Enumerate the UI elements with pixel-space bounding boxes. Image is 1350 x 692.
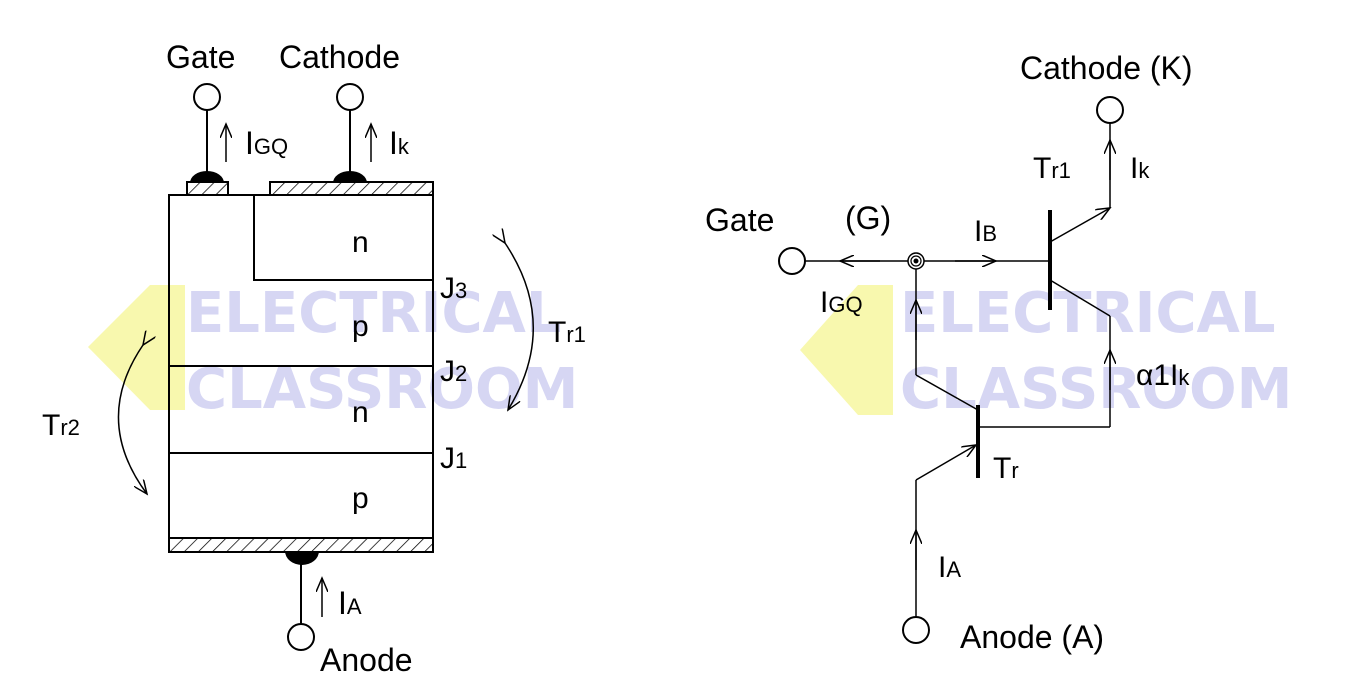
left-cathode-label: Cathode: [279, 39, 400, 75]
tr-emitter: [915, 445, 976, 481]
junction-label-j3: J3: [440, 272, 467, 305]
right-anode-terminal: [902, 616, 930, 644]
cathode-metal-contact: [269, 181, 434, 196]
cathode-terminal: [336, 83, 364, 111]
gto-structure: [117, 83, 534, 651]
right-anode-label: Anode (A): [960, 619, 1104, 655]
watermark-logo-right: [800, 285, 893, 415]
right-g-label: (G): [845, 200, 891, 236]
watermark-left: ELECTRICAL CLASSROOM: [88, 281, 578, 422]
watermark-text-line2: CLASSROOM: [900, 357, 1292, 422]
right-ib-label: IB: [974, 215, 997, 248]
anode-terminal: [287, 623, 315, 651]
watermark-logo-left: [88, 285, 185, 410]
gate-metal-contact: [186, 181, 229, 196]
left-ik-label: Ik: [389, 125, 410, 161]
gate-node: [907, 252, 925, 270]
tr2-arc: [117, 345, 147, 494]
right-ia-label: IA: [938, 551, 961, 584]
junction-label-j2: J2: [440, 355, 467, 388]
right-cathode-label: Cathode (K): [1020, 50, 1193, 86]
layer-label-n2: n: [352, 396, 369, 429]
right-gate-terminal: [778, 247, 806, 275]
left-tr2-label: Tr2: [42, 409, 80, 442]
gate-bump: [190, 171, 224, 183]
left-anode-label: Anode: [320, 642, 413, 678]
right-ik-label: Ik: [1130, 152, 1150, 185]
right-igq-label: IGQ: [820, 286, 863, 319]
watermark-text-line1: ELECTRICAL: [900, 281, 1276, 346]
layer-label-p2: p: [352, 482, 369, 515]
tr1-collector: [1049, 279, 1111, 317]
tr1-emitter: [1049, 208, 1110, 243]
right-cathode-terminal: [1096, 96, 1124, 124]
watermark-text-line1: ELECTRICAL: [186, 281, 562, 346]
cathode-bump: [333, 171, 367, 183]
right-alpha-ik-label: α1Ik: [1136, 359, 1190, 392]
junction-label-j1: J1: [440, 442, 467, 475]
left-gate-label: Gate: [166, 39, 235, 75]
left-ia-label: IA: [338, 585, 362, 621]
left-tr1-label: Tr1: [548, 316, 586, 349]
right-gate-label: Gate: [705, 202, 774, 238]
anode-metal-contact: [168, 537, 434, 553]
tr-collector: [915, 374, 979, 411]
layer-label-n1: n: [352, 226, 369, 259]
left-igq-label: IGQ: [245, 125, 288, 161]
watermark-right: ELECTRICAL CLASSROOM: [800, 281, 1292, 422]
anode-bump: [285, 551, 319, 565]
right-tr-label: Tr: [993, 452, 1019, 485]
gate-terminal: [193, 83, 221, 111]
two-transistor-model: [778, 96, 1124, 644]
right-tr1-label: Tr1: [1033, 152, 1071, 185]
n-cathode-region: [253, 195, 433, 281]
layer-label-p1: p: [352, 310, 369, 343]
tr1-arc: [505, 243, 534, 410]
